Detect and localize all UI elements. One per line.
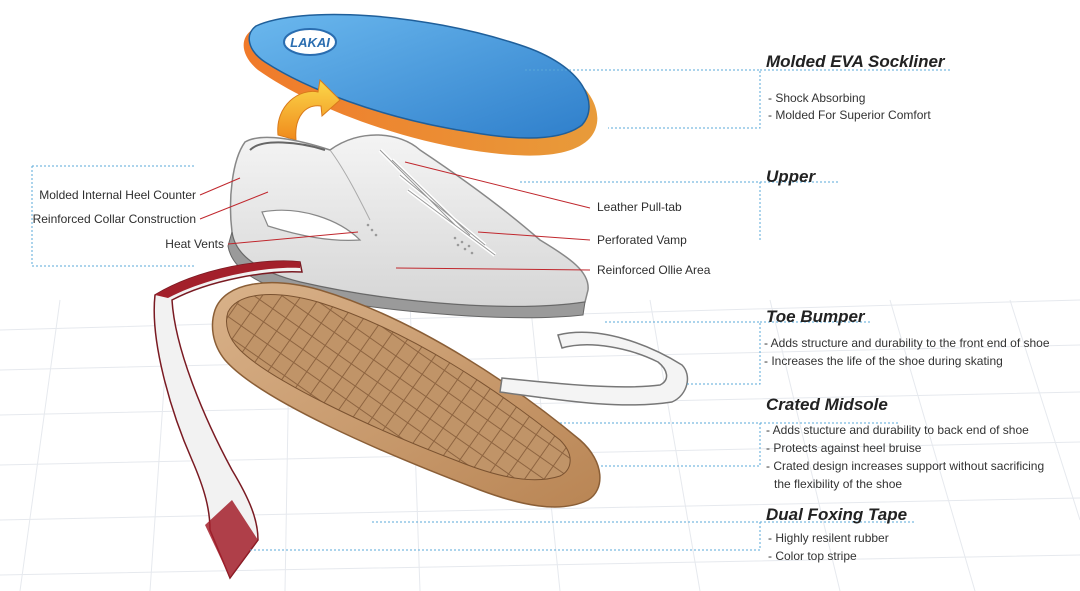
callout-ollie-area: Reinforced Ollie Area (597, 263, 711, 277)
lakai-logo-badge (283, 28, 337, 56)
toe-bumper-bullet-1: - Adds structure and durability to the f… (764, 336, 1050, 350)
callout-collar-construction: Reinforced Collar Construction (32, 212, 196, 226)
lakai-logo-text: LAKAI (290, 35, 330, 50)
heading-rules (760, 69, 950, 523)
callout-perforated-vamp: Perforated Vamp (597, 233, 687, 247)
midsole-bullet-3: - Crated design increases support withou… (766, 459, 1045, 473)
toe-bumper-bullet-2: - Increases the life of the shoe during … (764, 354, 1003, 368)
foxing-bullet-2: - Color top stripe (768, 549, 857, 563)
section-title-upper: Upper (766, 167, 816, 186)
foxing-tape-illustration (153, 260, 303, 580)
midsole-bullet-4: the flexibility of the shoe (774, 477, 903, 491)
section-title-toe-bumper: Toe Bumper (766, 307, 865, 326)
midsole-bullet-1: - Adds stucture and durability to back e… (766, 423, 1029, 437)
crated-midsole-illustration (211, 281, 601, 508)
section-title-crated-midsole: Crated Midsole (766, 395, 888, 414)
sockliner-bullet-2: - Molded For Superior Comfort (768, 108, 931, 122)
callout-heat-vents: Heat Vents (165, 237, 224, 251)
insert-arrow (277, 78, 341, 141)
section-title-sockliner: Molded EVA Sockliner (766, 52, 945, 71)
sockliner-illustration: LAKAI (243, 13, 598, 156)
section-title-foxing-tape: Dual Foxing Tape (766, 505, 908, 524)
foxing-bullet-1: - Highly resilent rubber (768, 531, 889, 545)
callout-pull-tab: Leather Pull-tab (597, 200, 682, 214)
callout-heel-counter: Molded Internal Heel Counter (39, 188, 196, 202)
toe-bumper-illustration (499, 331, 689, 406)
sockliner-bullet-1: - Shock Absorbing (768, 91, 866, 105)
red-callout-lines (199, 161, 591, 271)
midsole-bullet-2: - Protects against heel bruise (766, 441, 922, 455)
